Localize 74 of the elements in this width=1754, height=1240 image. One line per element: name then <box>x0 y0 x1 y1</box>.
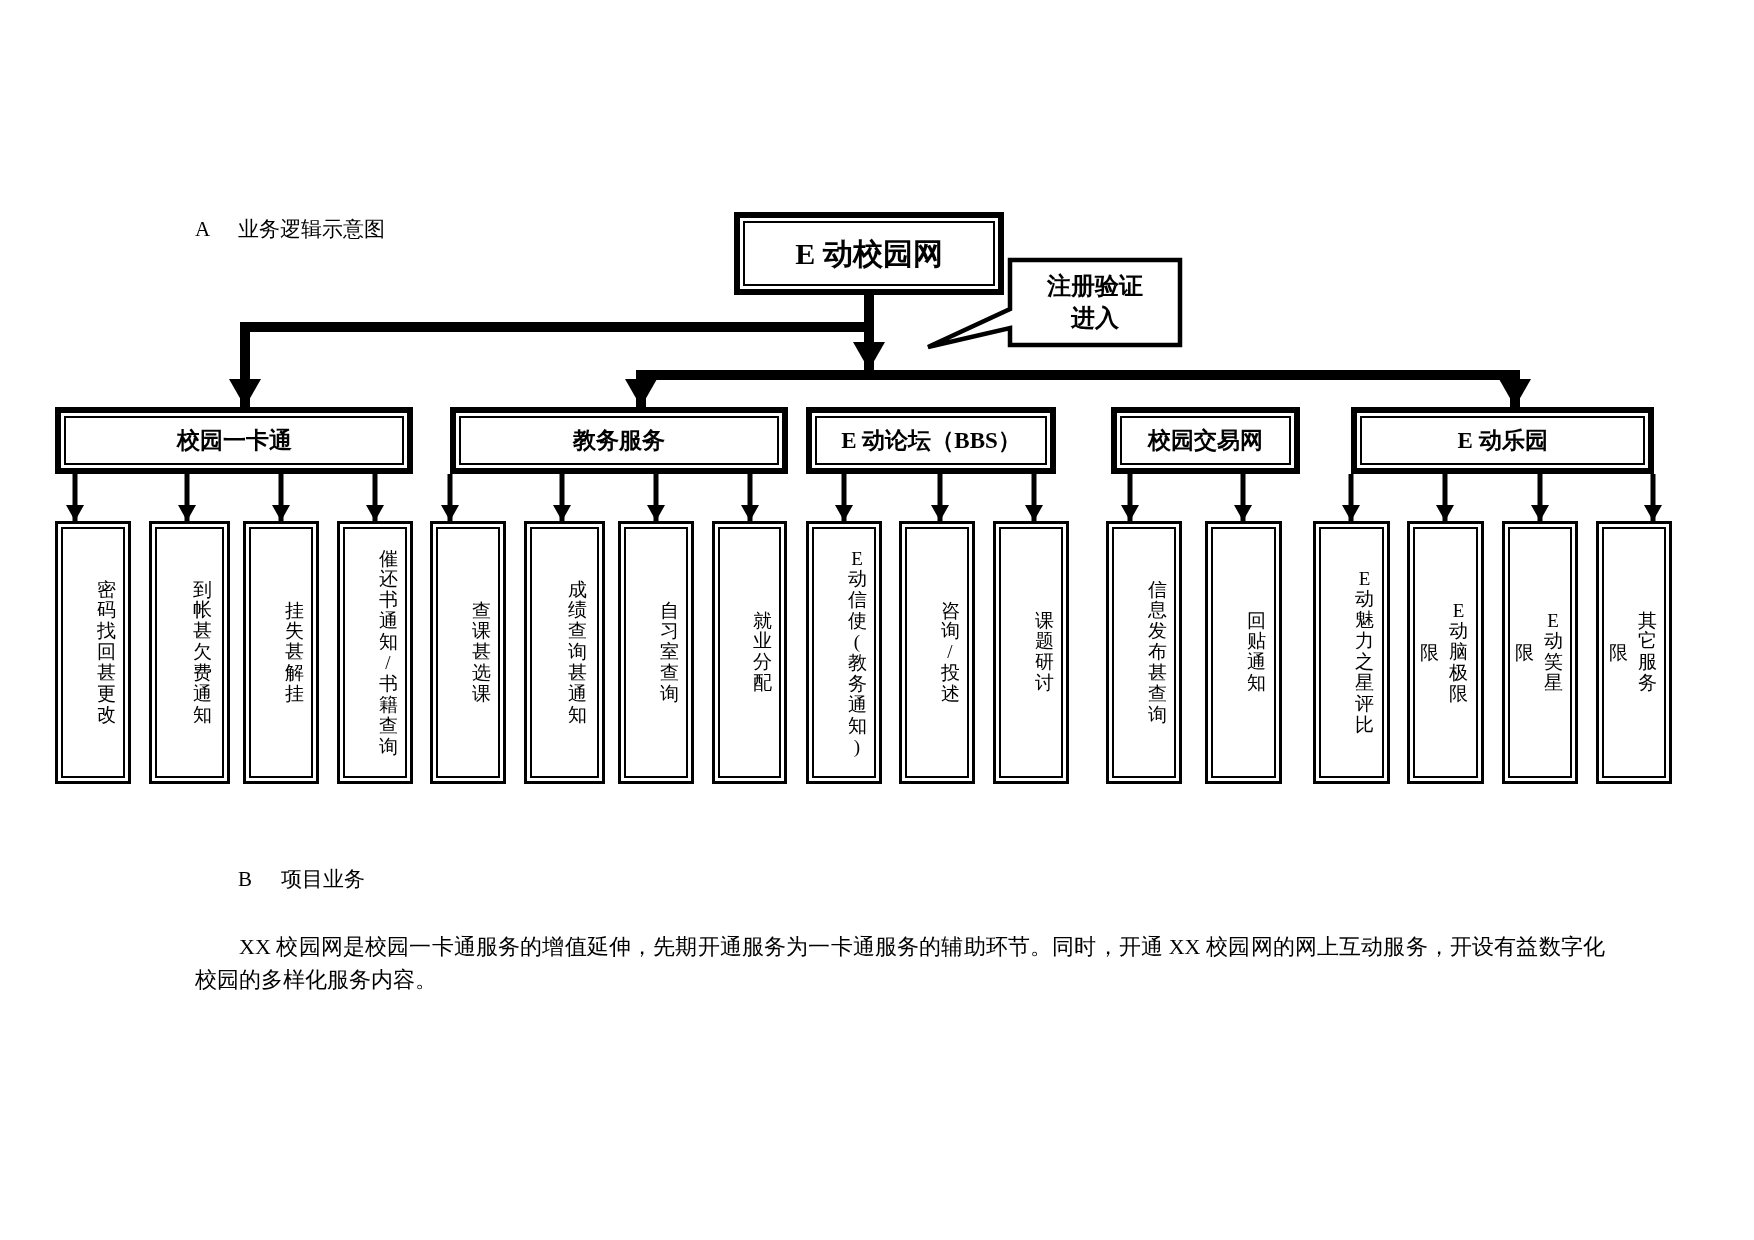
arrow <box>441 474 459 521</box>
root-title: E 动校园网 <box>795 235 943 272</box>
body-paragraph: XX 校园网是校园一卡通服务的增值延伸，先期开通服务为一卡通服务的辅助环节。同时，开通 XX 校园网的网上互动服务，开设有益数字化校园的多样化服务内容。 <box>195 933 1605 994</box>
leaf-label: 催还书通知/书籍查询 <box>378 548 398 757</box>
category-title: 教务服务 <box>573 426 665 455</box>
leaf-box <box>806 521 882 784</box>
category-box <box>1351 407 1654 474</box>
leaf-label: 成绩查询甚通知 <box>568 579 587 726</box>
arrow <box>272 474 290 521</box>
leaf-label: 就业分配 <box>753 610 772 695</box>
leaf-box <box>1313 521 1390 784</box>
leaf-label: 课题研讨 <box>1034 610 1054 695</box>
section-heading: 业务逻辑示意图 <box>238 217 385 243</box>
arrow <box>1121 474 1139 521</box>
leaf-box <box>1106 521 1182 784</box>
arrow <box>1342 474 1360 521</box>
category-title: 校园交易网 <box>1148 426 1263 455</box>
arrow <box>553 474 571 521</box>
leaf-label: E动魅力之星评比 <box>1355 568 1374 737</box>
arrow <box>66 474 84 521</box>
arrow <box>1644 474 1662 521</box>
leaf-box <box>899 521 975 784</box>
category-title: 校园一卡通 <box>176 426 292 455</box>
leaf-label: E动脑极限 <box>1449 600 1468 705</box>
leaf-box <box>337 521 413 784</box>
arrow <box>366 474 384 521</box>
leaf-box <box>55 521 131 784</box>
arrow <box>178 474 196 521</box>
leaf-box <box>243 521 319 784</box>
leaf-box <box>1502 521 1578 784</box>
leaf-label: 限 <box>1420 642 1439 663</box>
leaf-label: 到帐甚欠费通知 <box>193 579 212 726</box>
leaf-label: E动笑星 <box>1543 610 1563 695</box>
leaf-box <box>524 521 605 784</box>
arrow <box>1234 474 1252 521</box>
leaf-box <box>1407 521 1484 784</box>
section-letter: A <box>195 217 211 243</box>
root-box <box>734 212 1004 295</box>
leaf-label: 限 <box>1514 642 1534 663</box>
section-heading: 项目业务 <box>281 867 365 893</box>
category-box <box>1111 407 1300 474</box>
leaf-box <box>993 521 1069 784</box>
arrow <box>647 474 665 521</box>
arrow <box>1436 474 1454 521</box>
leaf-box <box>1205 521 1282 784</box>
leaf-label: 其它服务 <box>1637 610 1657 695</box>
category-box <box>55 407 413 474</box>
leaf-label: E动信使(教务通知) <box>847 548 867 757</box>
leaf-label: 咨询/投述 <box>940 600 960 705</box>
arrow <box>835 474 853 521</box>
arrow <box>741 474 759 521</box>
category-box <box>806 407 1056 474</box>
leaf-box <box>149 521 230 784</box>
leaf-box <box>430 521 506 784</box>
leaf-box <box>1596 521 1672 784</box>
section-letter: B <box>238 867 252 893</box>
category-title: E 动论坛（BBS） <box>841 426 1021 455</box>
callout-text: 注册验证进入 <box>1045 271 1144 333</box>
leaf-box <box>712 521 787 784</box>
arrow <box>931 474 949 521</box>
leaf-label: 回贴通知 <box>1247 610 1266 695</box>
category-title: E 动乐园 <box>1457 426 1548 455</box>
leaf-label: 查课甚选课 <box>471 600 491 705</box>
arrow <box>1025 474 1043 521</box>
leaf-label: 自习室查询 <box>659 600 679 705</box>
leaf-label: 信息发布甚查询 <box>1147 579 1167 726</box>
leaf-label: 挂失甚解挂 <box>284 600 304 705</box>
arrow <box>625 370 869 407</box>
arrow <box>1531 474 1549 521</box>
arrow <box>869 370 1531 407</box>
leaf-label: 密码找回甚更改 <box>96 579 116 726</box>
leaf-label: 限 <box>1608 642 1628 663</box>
category-box <box>450 407 788 474</box>
leaf-box <box>618 521 694 784</box>
